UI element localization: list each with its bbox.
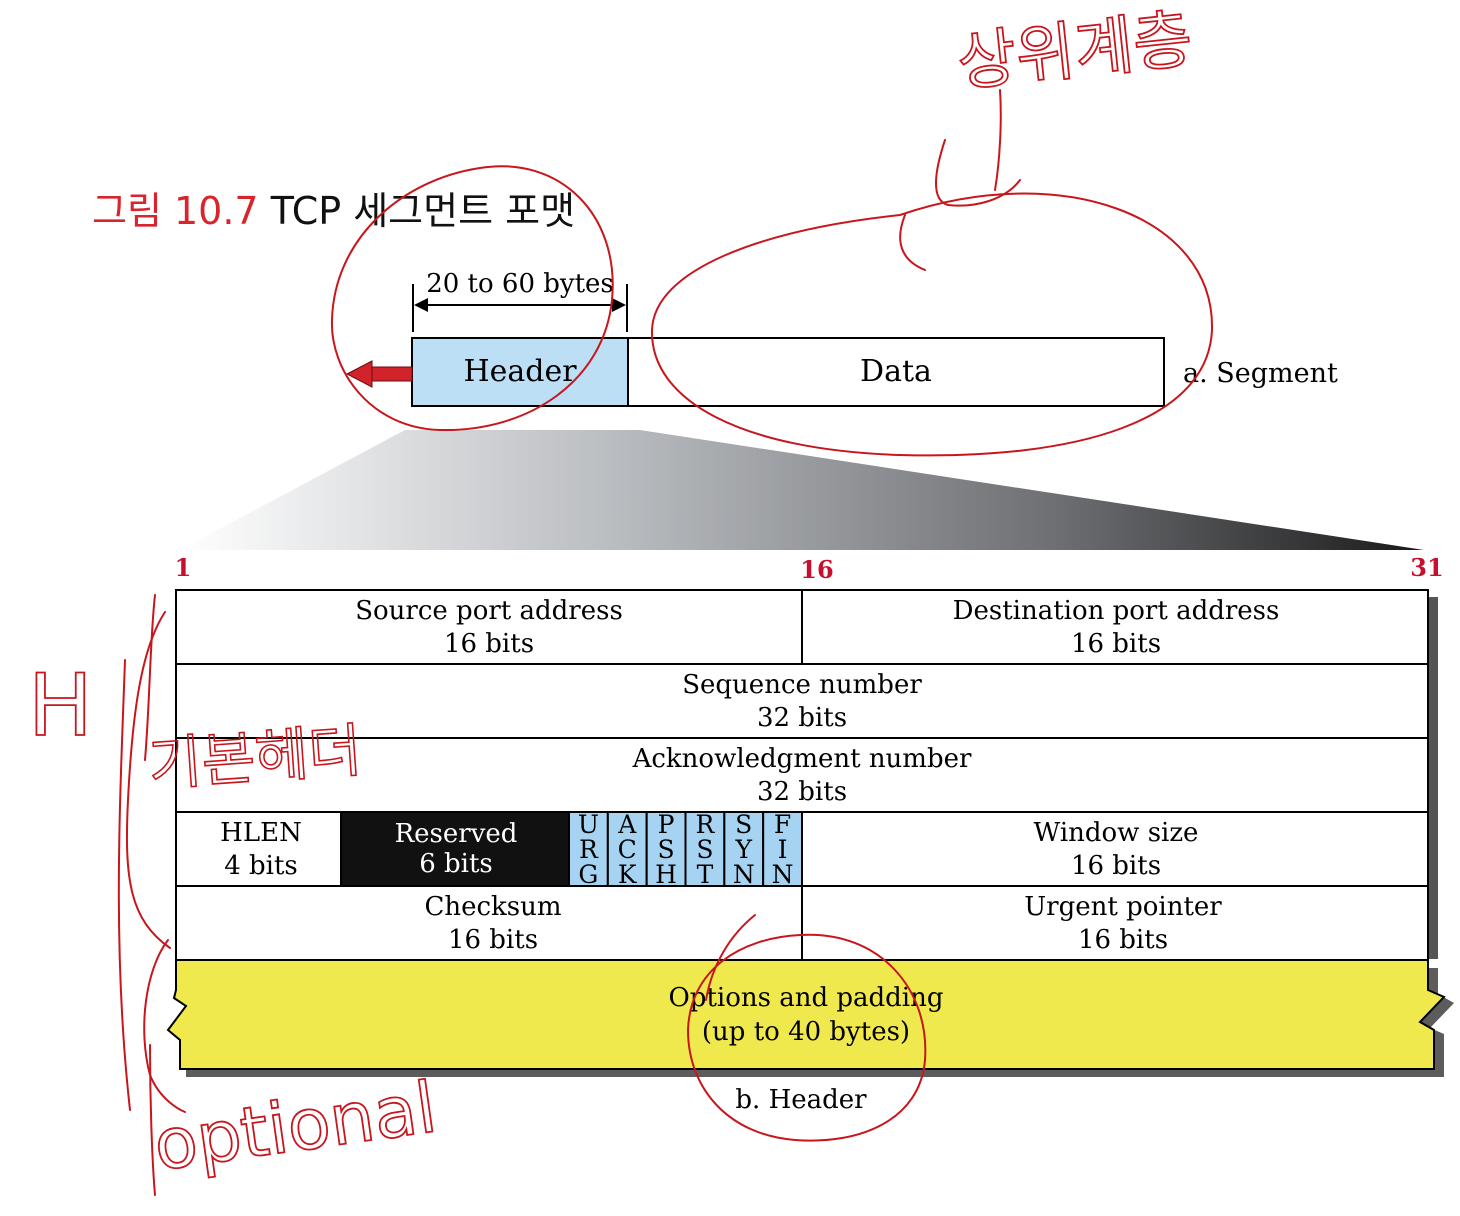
options-circle xyxy=(686,933,927,1142)
handwritten-basic-header: 기본헤더 xyxy=(146,716,364,799)
flag-letter: F xyxy=(774,810,791,839)
dest-port-cell xyxy=(801,589,1429,665)
data-ellipse xyxy=(650,192,1214,457)
urgent-pointer-cell xyxy=(801,885,1429,961)
flag-letter: N xyxy=(772,860,794,889)
header-circle xyxy=(330,165,614,432)
ack-number-bits: 32 bits xyxy=(757,777,847,807)
flag-letter: S xyxy=(658,835,675,864)
segment-diagram: 20 to 60 bytes Header Data a. Segment xyxy=(345,269,1338,407)
flag-letter: G xyxy=(578,860,598,889)
bit-label-end: 31 xyxy=(1410,553,1443,582)
handwritten-upper-layer: 상위계층 xyxy=(954,3,1196,101)
flag-letter: K xyxy=(618,860,638,889)
figure-number: 그림 10.7 xyxy=(92,189,259,233)
sequence-number-cell xyxy=(175,663,1429,739)
figure-caption-text: TCP 세그먼트 포맷 xyxy=(270,189,576,233)
handwritten-annotations xyxy=(117,89,1214,1196)
zoom-fan xyxy=(180,430,1424,550)
flag-letter: R xyxy=(696,810,716,839)
checksum-name: Checksum xyxy=(424,892,561,922)
options-bits: (up to 40 bytes) xyxy=(702,1017,910,1047)
reserved-bits: 6 bits xyxy=(419,849,493,879)
flag-letter: U xyxy=(578,810,599,839)
flag-letter: C xyxy=(618,835,637,864)
source-port-name: Source port address xyxy=(355,596,623,626)
window-size-name: Window size xyxy=(1034,818,1199,848)
ack-number-name: Acknowledgment number xyxy=(632,744,972,774)
handwritten-optional: optional xyxy=(149,1066,441,1187)
checksum-cell xyxy=(175,885,803,961)
hlen-name: HLEN xyxy=(220,818,302,848)
header-size-label: 20 to 60 bytes xyxy=(426,269,614,299)
segment-caption: a. Segment xyxy=(1183,358,1338,389)
options-cell xyxy=(166,959,1446,1070)
urgent-pointer-bits: 16 bits xyxy=(1078,925,1168,955)
flag-letter: R xyxy=(579,835,599,864)
reserved-name: Reserved xyxy=(395,819,518,849)
window-size-bits: 16 bits xyxy=(1071,851,1161,881)
urgent-pointer-name: Urgent pointer xyxy=(1024,892,1222,922)
bit-label-middle: 16 xyxy=(800,555,833,584)
sequence-number-name: Sequence number xyxy=(682,670,922,700)
segment-header-label: Header xyxy=(463,354,577,389)
figure-title: 그림 10.7 TCP 세그먼트 포맷 xyxy=(92,180,575,235)
segment-data-label: Data xyxy=(860,354,932,389)
sequence-number-bits: 32 bits xyxy=(757,703,847,733)
flag-letter: P xyxy=(658,810,675,839)
handwritten-h: H xyxy=(28,656,93,756)
flag-letter: H xyxy=(655,860,677,889)
flag-letter: S xyxy=(735,810,752,839)
ack-number-cell xyxy=(175,737,1429,813)
header-diagram: 1 16 31 Source port address 16 bits Dest… xyxy=(166,553,1454,1115)
checksum-bits: 16 bits xyxy=(448,925,538,955)
red-arrow-icon xyxy=(345,360,413,388)
flag-letter: Y xyxy=(734,835,752,864)
dest-port-name: Destination port address xyxy=(953,596,1280,626)
flag-letter: I xyxy=(778,835,788,864)
options-name: Options and padding xyxy=(668,983,943,1013)
hlen-bits: 4 bits xyxy=(224,851,298,881)
reserved-cell xyxy=(340,811,570,887)
dest-port-bits: 16 bits xyxy=(1071,629,1161,659)
flag-cell xyxy=(645,811,687,887)
flag-letter: N xyxy=(733,860,755,889)
bit-label-start: 1 xyxy=(175,553,192,582)
flag-letter: A xyxy=(617,810,637,839)
source-port-bits: 16 bits xyxy=(444,629,534,659)
segment-data-box xyxy=(627,337,1165,407)
flag-letter: T xyxy=(697,860,714,889)
header-size-dimension xyxy=(412,284,628,332)
window-size-cell xyxy=(801,811,1429,887)
header-caption: b. Header xyxy=(735,1085,867,1115)
flag-letter: S xyxy=(696,835,713,864)
flag-cell xyxy=(568,811,609,887)
